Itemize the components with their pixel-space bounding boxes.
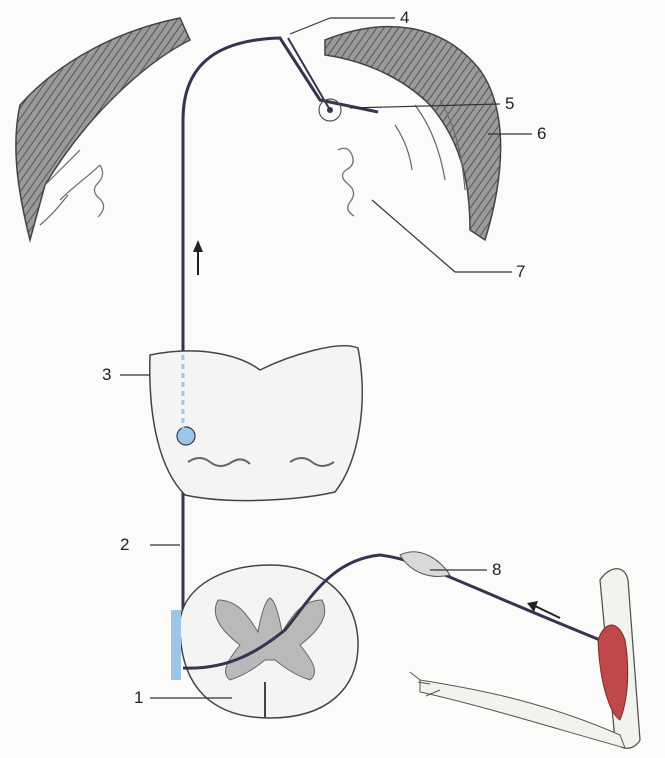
ascending-pathway-fiber (183, 38, 378, 630)
brainstem-section (150, 346, 362, 501)
cerebral-cortex-left (16, 18, 190, 240)
label-4: 4 (400, 9, 409, 26)
label-5: 5 (505, 95, 514, 112)
up-arrow-icon (193, 240, 203, 275)
thalamic-nucleus (338, 148, 354, 216)
arm-with-muscle (410, 569, 640, 749)
synapse-dot (327, 107, 333, 113)
label-6: 6 (537, 125, 546, 142)
label-7: 7 (516, 263, 525, 280)
cerebral-cortex-right (325, 27, 501, 240)
label-3: 3 (102, 366, 111, 383)
label-8: 8 (492, 561, 501, 578)
ganglion (400, 552, 450, 577)
label-1: 1 (134, 689, 143, 706)
fiber-branch (288, 38, 330, 110)
label-2: 2 (120, 536, 129, 553)
